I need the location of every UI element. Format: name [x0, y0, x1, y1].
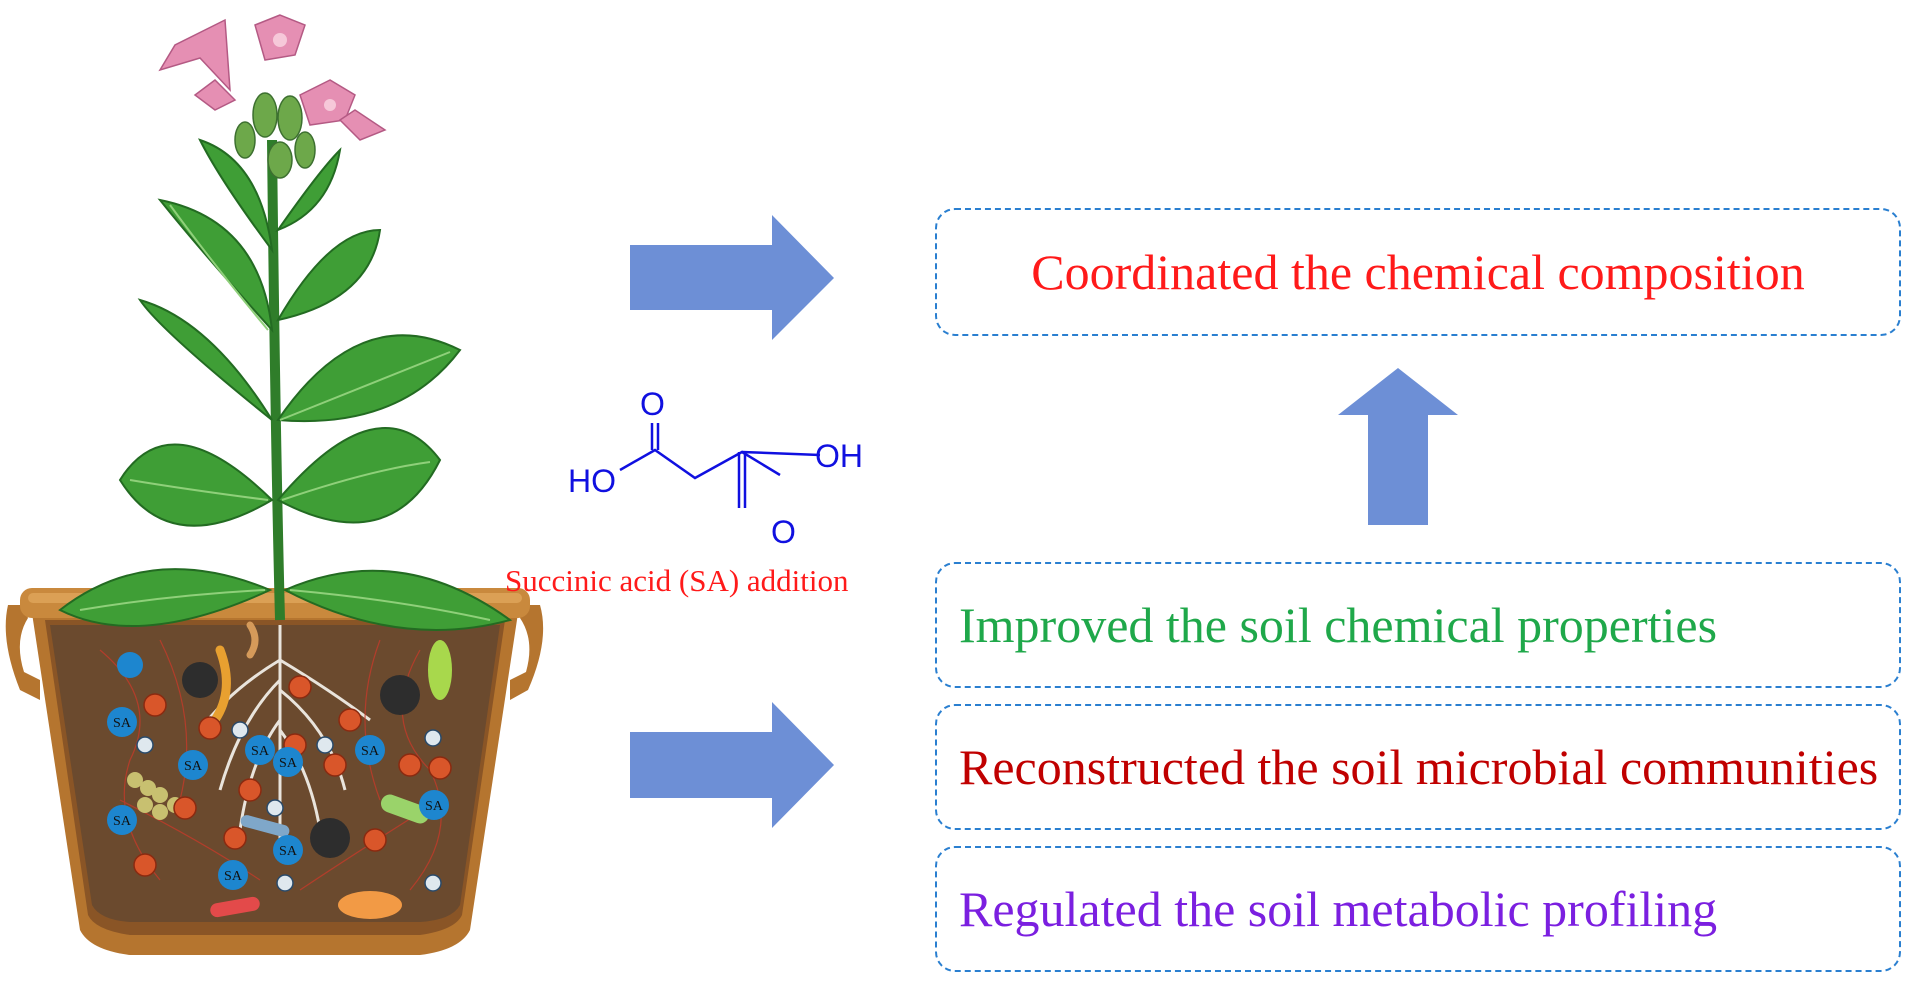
pot-handle-right	[510, 605, 544, 700]
sa-particle-label: SA	[113, 716, 132, 731]
sa-particle-labels: SA SA SA SA SA SA SA SA SA	[113, 716, 444, 884]
soil-microbial-communities-box: Reconstructed the soil microbial communi…	[935, 704, 1901, 830]
arrow-up	[1338, 368, 1458, 525]
sa-particle-label: SA	[113, 814, 132, 829]
soil-chemical-properties-box: Improved the soil chemical properties	[935, 562, 1901, 688]
leaf-veins	[79, 204, 491, 621]
soil-microbial-communities-text: Reconstructed the soil microbial communi…	[959, 739, 1879, 795]
stem	[267, 139, 285, 621]
sa-particle-label: SA	[224, 869, 243, 884]
microbe	[210, 896, 260, 918]
sa-particle-label: SA	[251, 744, 270, 759]
sa-particle-label: SA	[184, 759, 203, 774]
atom-hydroxyl-right: OH	[815, 438, 863, 474]
mineral-particles	[136, 721, 442, 892]
soil-chemical-properties-text: Improved the soil chemical properties	[959, 597, 1718, 653]
succinic-acid-label: Succinic acid (SA) addition	[505, 563, 849, 598]
atom-oxygen-bottom: O	[771, 514, 796, 550]
tobacco-plant-pot-illustration	[5, 14, 544, 955]
soil-metabolic-profiling-text: Regulated the soil metabolic profiling	[959, 881, 1718, 937]
nutrient-particles	[133, 675, 452, 877]
arrow-right-bottom	[630, 702, 834, 828]
microbe	[338, 891, 402, 919]
outcome-chemical-composition-box: Coordinated the chemical composition	[935, 208, 1901, 336]
worm	[246, 621, 259, 659]
microbe	[428, 640, 452, 700]
microbe	[240, 815, 290, 837]
flower-calyx	[234, 92, 316, 179]
sa-particle-label: SA	[279, 844, 298, 859]
soil-metabolic-profiling-box: Regulated the soil metabolic profiling	[935, 846, 1901, 972]
sa-particle-label: SA	[425, 799, 444, 814]
sa-particle-label: SA	[361, 744, 380, 759]
atom-hydroxyl-left: HO	[568, 463, 616, 499]
worm	[210, 645, 231, 725]
microbe	[380, 794, 430, 824]
pot-handle-left	[5, 605, 40, 700]
beetle	[380, 675, 420, 715]
outcome-chemical-composition-text: Coordinated the chemical composition	[1031, 244, 1805, 300]
atom-oxygen-top: O	[640, 386, 665, 422]
arrow-right-top	[630, 215, 834, 340]
sa-particle-label: SA	[279, 756, 298, 771]
beetle	[310, 818, 350, 858]
beetle	[182, 662, 218, 698]
sa-particles	[107, 652, 449, 890]
